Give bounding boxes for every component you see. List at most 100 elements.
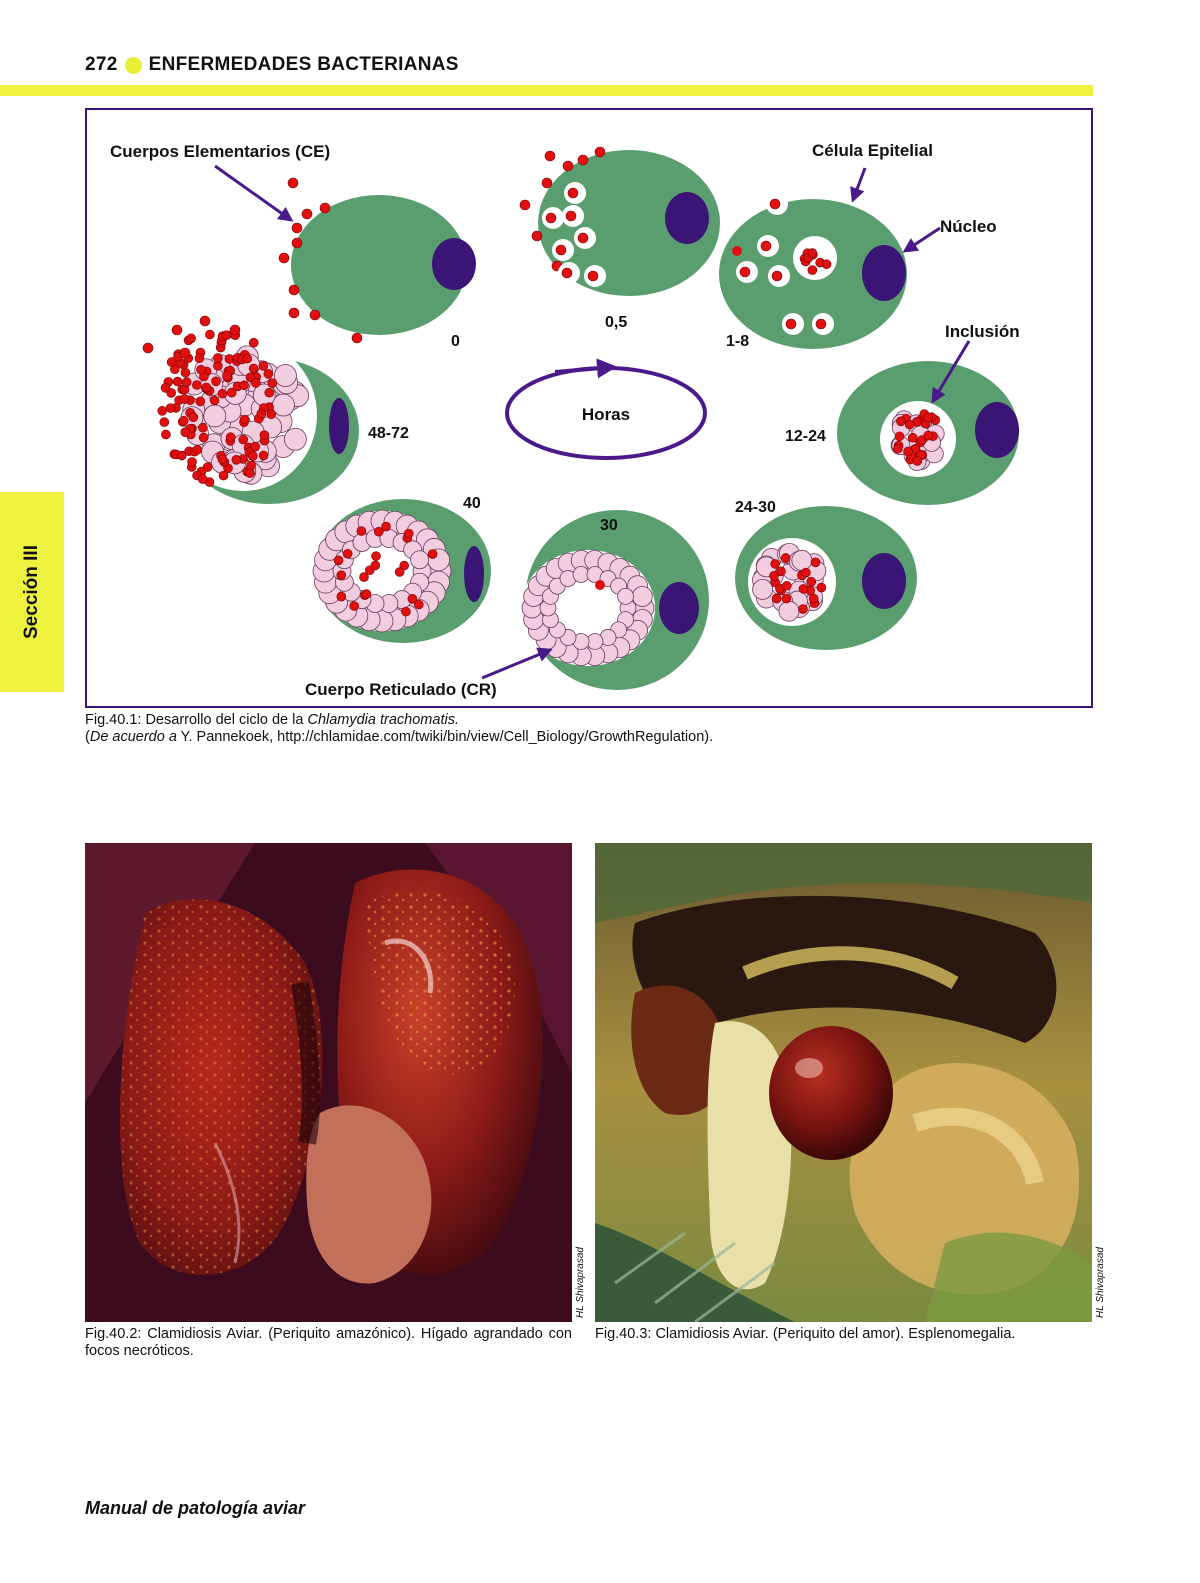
free-eb — [319, 202, 331, 214]
free-eb — [171, 324, 183, 336]
inclusion-eb — [192, 380, 202, 390]
label-cr: Cuerpo Reticulado (CR) — [305, 680, 497, 699]
inclusion-eb — [198, 422, 208, 433]
inclusion-eb — [266, 409, 277, 420]
inclusion-eb — [165, 403, 176, 413]
inclusion-eb — [178, 415, 189, 426]
inclusion-eb — [256, 408, 267, 419]
free-eb — [179, 347, 191, 359]
inclusion-eb — [188, 412, 199, 423]
inclusion-eb — [259, 430, 270, 440]
inclusion-eb — [806, 576, 817, 587]
inclusion-eb — [801, 567, 811, 578]
inclusion-eb — [172, 376, 183, 387]
cr-pointer-arrow — [481, 647, 553, 680]
footer-title: Manual de patología aviar — [85, 1498, 306, 1518]
free-eb — [732, 246, 742, 256]
inclusion-eb — [903, 446, 913, 457]
photo-liver-image — [85, 843, 572, 1322]
inclusion-eb — [250, 441, 261, 452]
inclusion-eb — [213, 353, 223, 363]
inclusion-eb — [231, 455, 242, 465]
label-epithelial: Célula Epitelial — [812, 141, 933, 160]
cell-stage-40-nucleus — [464, 546, 484, 602]
inclusion-eb — [248, 363, 259, 374]
inclusion-eb — [222, 371, 232, 381]
fig1-source-open: ( — [85, 729, 90, 745]
free-eb — [278, 252, 290, 264]
fig1-text: : Desarrollo del ciclo de la — [137, 712, 308, 728]
reticulate-body — [273, 364, 297, 387]
inclusion-eb — [176, 450, 187, 461]
stage-label-40: 40 — [463, 495, 481, 512]
inclusion-eb — [769, 570, 779, 581]
inclusion-eb — [798, 584, 809, 594]
header-rule — [0, 85, 1093, 96]
inclusion-eb — [595, 580, 605, 590]
inclusion-eb — [205, 329, 215, 340]
inclusion-eb — [807, 265, 818, 275]
inclusion-eb — [770, 559, 780, 569]
inclusion-pointer-arrow — [931, 340, 971, 404]
stage-label-48-72: 48-72 — [368, 425, 409, 442]
vacuole-eb-eb — [815, 318, 827, 330]
inclusion-eb — [159, 417, 170, 427]
inclusion-eb — [161, 429, 171, 440]
inclusion-eb — [407, 594, 418, 604]
running-header: 272 ENFERMEDADES BACTERIANAS — [85, 54, 459, 76]
cell-stage-30-nucleus — [659, 582, 699, 634]
fig1-label: Fig.40.1 — [85, 712, 138, 728]
inclusion-eb — [923, 430, 933, 441]
inclusion-eb — [371, 551, 381, 561]
inclusion-eb — [246, 460, 256, 471]
photo1-credit: HL Shivaprasad — [575, 1247, 586, 1318]
label-ce: Cuerpos Elementarios (CE) — [110, 142, 330, 161]
inclusion-eb — [361, 589, 372, 599]
inclusion-eb — [226, 387, 237, 398]
inclusion-eb — [893, 443, 903, 454]
vacuole-eb-eb — [587, 270, 599, 282]
reticulate-body — [631, 586, 653, 607]
free-eb — [544, 150, 556, 162]
inclusion-eb — [816, 582, 827, 593]
inclusion-eb — [781, 593, 792, 604]
figure-40-1-caption: Fig.40.1: Desarrollo del ciclo de la Chl… — [85, 712, 1085, 746]
stage-label-12-24: 12-24 — [785, 428, 826, 445]
section-tab: Sección III — [0, 492, 64, 692]
inclusion-eb — [218, 470, 229, 481]
inclusion-eb — [336, 591, 347, 602]
inclusion-eb — [399, 560, 410, 571]
inclusion-eb — [381, 521, 391, 532]
figure-40-3-caption: Fig.40.3: Clamidiosis Aviar. (Periquito … — [595, 1326, 1016, 1342]
photo-spleen — [595, 843, 1092, 1322]
label-inclusion: Inclusión — [945, 322, 1020, 341]
label-hours: Horas — [582, 405, 630, 424]
inclusion-eb — [807, 248, 818, 258]
free-eb — [291, 237, 303, 249]
stage-label-24-30: 24-30 — [735, 499, 776, 516]
inclusion-eb — [181, 377, 192, 387]
inclusion-eb — [242, 353, 253, 364]
inclusion-eb — [907, 432, 918, 443]
inclusion-eb — [780, 553, 791, 563]
inclusion-eb — [248, 337, 259, 348]
photo-liver — [85, 843, 572, 1322]
inclusion-eb — [359, 572, 369, 582]
inclusion-eb — [217, 454, 228, 465]
inclusion-eb — [808, 593, 819, 604]
reticulate-body — [410, 550, 429, 570]
inclusion-eb — [771, 593, 782, 604]
inclusion-eb — [414, 599, 424, 610]
free-eb — [531, 230, 543, 242]
stage-label-1-8: 1-8 — [726, 333, 749, 350]
inclusion-eb — [258, 450, 269, 461]
free-eb — [577, 154, 589, 166]
inclusion-eb — [194, 353, 205, 364]
inclusion-eb — [342, 548, 353, 559]
inclusion-eb — [166, 357, 177, 367]
inclusion-eb — [776, 566, 786, 577]
inclusion-eb — [209, 395, 220, 406]
inclusion-eb — [821, 259, 832, 270]
fig1-source-italic: De acuerdo a — [89, 729, 177, 745]
vacuole-eb-eb — [555, 244, 567, 256]
